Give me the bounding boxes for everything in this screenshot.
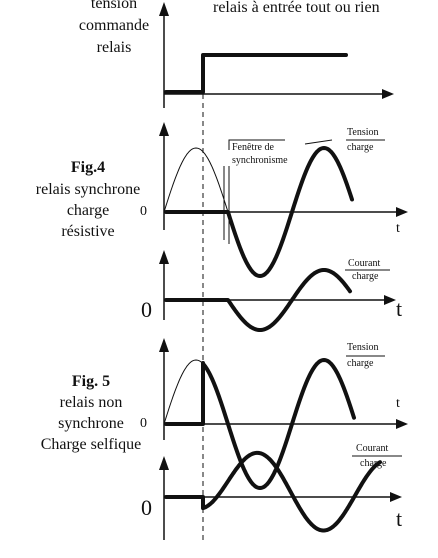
- fig4-tension-leader: [304, 139, 333, 145]
- fig4-current-panel: [159, 250, 396, 332]
- fig5-time-arrow: [396, 419, 408, 429]
- fig4-caption-line2: charge: [66, 202, 110, 219]
- fig5-tension-label-line1: Tension: [347, 342, 379, 353]
- fig5-voltage-zero: 0: [140, 416, 147, 431]
- fig5-caption-line2: synchrone: [58, 415, 124, 432]
- fig4-voltage-panel: [159, 122, 408, 278]
- fig4-voltage-axis-arrow: [159, 122, 169, 136]
- command-voltage-panel: [159, 2, 394, 108]
- fig4-voltage-zero: 0: [140, 204, 147, 219]
- command-voltage-arrow: [159, 2, 169, 16]
- fig4-caption-line1: relais synchrone: [35, 181, 141, 198]
- fig4-tension-label-line2: charge: [347, 142, 374, 153]
- header-right-label: relais à entrée tout ou rien: [213, 0, 380, 16]
- fig5-load-current-curve: [164, 450, 382, 533]
- header-tension-label: tension: [90, 0, 138, 12]
- fig5-current-zero: 0: [141, 495, 152, 520]
- fig4-window-label-line1: Fenêtre de: [232, 142, 274, 153]
- fig4-tension-label-line1: Tension: [347, 127, 379, 138]
- fig4-current-t-label: t: [396, 296, 403, 321]
- fig5-current-t-label: t: [396, 506, 403, 531]
- fig5-voltage-axis-arrow: [159, 338, 169, 352]
- fig5-tension-label-line2: charge: [347, 358, 374, 369]
- fig4-courant-label-line2: charge: [352, 271, 379, 282]
- fig5-current-axis-arrow: [159, 456, 169, 470]
- fig4-title: Fig.4: [70, 159, 106, 176]
- fig5-voltage-t-label: t: [396, 396, 400, 411]
- fig4-load-voltage-curve: [164, 146, 354, 278]
- fig4-courant-label-line1: Courant: [348, 258, 381, 269]
- fig5-courant-label-line2: charge: [360, 458, 387, 469]
- command-step-signal: [164, 53, 348, 94]
- fig4-source-voltage-curve: [163, 147, 229, 213]
- fig5-source-voltage-curve: [163, 359, 204, 425]
- fig4-current-zero: 0: [141, 297, 152, 322]
- fig5-title: Fig. 5: [71, 373, 111, 390]
- fig4-load-current-curve: [164, 268, 352, 332]
- command-time-arrow: [382, 89, 394, 99]
- fig4-voltage-t-label: t: [396, 221, 400, 236]
- fig5-caption-line3: Charge selfique: [40, 436, 142, 453]
- header-commande-label: commande: [78, 17, 150, 34]
- fig4-window-label-line2: synchronisme: [232, 155, 288, 166]
- fig4-caption-line3: résistive: [61, 223, 115, 240]
- fig5-courant-label-line1: Courant: [356, 443, 389, 454]
- fig5-current-time-arrow: [390, 492, 402, 502]
- fig4-current-time-arrow: [384, 295, 396, 305]
- fig4-window-leader: [228, 139, 285, 150]
- fig4-time-arrow: [396, 207, 408, 217]
- fig4-current-axis-arrow: [159, 250, 169, 264]
- fig5-caption-line1: relais non: [59, 394, 123, 411]
- fig5-current-panel: [159, 450, 402, 540]
- header-relais-label: relais: [96, 39, 132, 56]
